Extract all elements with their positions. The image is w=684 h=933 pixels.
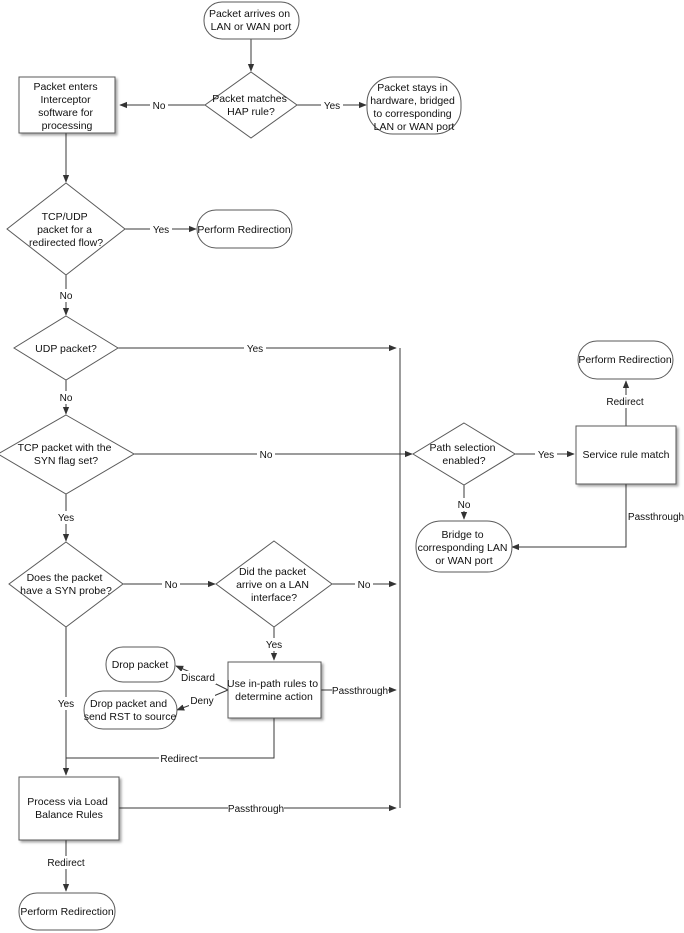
node-text: Perform Redirection	[20, 906, 114, 918]
node-perform-redirection-1: Perform Redirection	[196, 209, 293, 249]
node-text: Packet stays in	[377, 82, 448, 94]
svg-text:Drop packet and send RST: Drop packet and send RST to source	[84, 698, 177, 723]
node-text: or WAN port	[435, 555, 492, 567]
label-lan-yes: Yes	[266, 640, 282, 651]
node-text: packet for a	[37, 224, 92, 236]
node-text: corresponding LAN	[418, 542, 508, 554]
node-text: Drop packet	[112, 659, 169, 671]
node-enters-interceptor: Packet enters Interceptor software for p…	[18, 76, 116, 134]
node-text: Path selection	[430, 442, 496, 454]
svg-text:TCP packet with the SYN: TCP packet with the SYN flag set?	[18, 442, 115, 467]
node-syn-probe-decision: Does the packet have a SYN probe?	[8, 541, 124, 628]
node-path-selection-decision: Path selection enabled?	[412, 422, 516, 486]
label-syn-yes: Yes	[58, 513, 74, 524]
label-inpath-redirect: Redirect	[160, 754, 197, 765]
label-service-redirect: Redirect	[606, 397, 643, 408]
label-hap-yes: Yes	[324, 101, 340, 112]
edge-inpath-redirect	[66, 718, 275, 759]
label-tcpudp-yes: Yes	[153, 225, 169, 236]
label-lb-redirect: Redirect	[47, 858, 84, 869]
node-text: interface?	[251, 592, 297, 604]
node-text: Interceptor	[40, 94, 91, 106]
label-lb-passthrough: Passthrough	[228, 804, 284, 815]
node-text: redirected flow?	[29, 237, 103, 249]
edge-service-passthrough	[511, 484, 627, 551]
node-inpath-rules: Use in-path rules to determine action	[227, 661, 322, 719]
edge-labels: No Yes Yes No Yes No No Yes No No Yes Di…	[46, 98, 684, 869]
svg-text:Packet matches HAP rule?: Packet matches HAP rule?	[212, 93, 290, 118]
node-text: Bridge to	[442, 529, 484, 541]
node-text: LAN or WAN port	[374, 121, 455, 133]
node-text: to corresponding	[373, 108, 451, 120]
node-tcpudp-redirected-decision: TCP/UDP packet for a redirected flow?	[6, 182, 126, 276]
node-text: TCP/UDP	[42, 211, 88, 223]
svg-text:Process via Load Balance: Process via Load Balance Rules	[27, 796, 110, 821]
node-text: hardware, bridged	[370, 95, 455, 107]
label-probe-no: No	[165, 580, 178, 591]
node-text: Drop packet and	[90, 698, 167, 710]
node-load-balance-rules: Process via Load Balance Rules	[18, 776, 120, 841]
label-discard: Discard	[181, 673, 215, 684]
svg-text:Does the packet have a S: Does the packet have a SYN probe?	[20, 572, 112, 597]
node-text: arrive on a LAN	[236, 579, 309, 591]
label-syn-no: No	[260, 450, 273, 461]
svg-text:Packet arrives on LAN or: Packet arrives on LAN or WAN port	[209, 8, 293, 33]
node-text: have a SYN probe?	[20, 585, 112, 597]
label-lan-no: No	[358, 580, 371, 591]
label-udp-no: No	[60, 393, 73, 404]
node-text: Service rule match	[583, 449, 670, 461]
node-bridge-lan-wan: Bridge to corresponding LAN or WAN port	[415, 520, 513, 573]
node-text: enabled?	[442, 455, 485, 467]
node-text: send RST to source	[84, 711, 177, 723]
node-text: Perform Redirection	[197, 224, 291, 236]
node-text: software for	[38, 107, 93, 119]
node-text: UDP packet?	[35, 343, 97, 355]
node-text: determine action	[235, 691, 313, 703]
node-text: Balance Rules	[35, 809, 103, 821]
svg-text:TCP/UDP packet for a: TCP/UDP packet for a redirected flow?	[29, 211, 103, 249]
svg-text:Path selection enabled?: Path selection enabled?	[430, 442, 499, 467]
node-perform-redirection-3: Perform Redirection	[577, 340, 674, 380]
node-text: Perform Redirection	[578, 354, 672, 366]
node-text: Did the packet	[239, 566, 306, 578]
label-service-passthrough: Passthrough	[628, 512, 684, 523]
node-udp-packet-decision: UDP packet?	[13, 315, 119, 381]
node-tcp-syn-decision: TCP packet with the SYN flag set?	[0, 414, 135, 495]
node-text: Packet arrives on	[209, 8, 290, 20]
node-text: HAP rule?	[227, 106, 275, 118]
node-lan-interface-decision: Did the packet arrive on a LAN interface…	[215, 540, 333, 628]
node-drop-packet: Drop packet	[105, 646, 176, 683]
node-text: Does the packet	[27, 572, 103, 584]
svg-text:Use in-path rules to det: Use in-path rules to determine action	[227, 678, 321, 703]
node-packet-arrives: Packet arrives on LAN or WAN port	[203, 1, 300, 40]
label-udp-yes: Yes	[247, 344, 263, 355]
svg-text:Bridge to corresponding: Bridge to corresponding LAN or WAN port	[418, 529, 511, 567]
svg-text:Packet stays in hardware: Packet stays in hardware, bridged to cor…	[370, 82, 458, 133]
connectors	[62, 39, 630, 892]
node-drop-and-rst: Drop packet and send RST to source	[83, 690, 178, 730]
node-text: LAN or WAN port	[211, 21, 292, 33]
label-path-yes: Yes	[538, 450, 554, 461]
node-service-rule-match: Service rule match	[575, 425, 677, 485]
node-stays-in-hardware: Packet stays in hardware, bridged to cor…	[366, 76, 462, 135]
label-hap-no: No	[153, 101, 166, 112]
label-probe-yes: Yes	[58, 699, 74, 710]
node-text: processing	[42, 120, 93, 132]
node-text: Packet enters	[33, 81, 97, 93]
node-perform-redirection-2: Perform Redirection	[18, 892, 116, 931]
node-text: Use in-path rules to	[227, 678, 318, 690]
label-path-no: No	[458, 500, 471, 511]
label-deny: Deny	[190, 696, 213, 707]
node-text: Packet matches	[212, 93, 287, 105]
node-hap-rule-decision: Packet matches HAP rule?	[204, 71, 298, 139]
svg-text:Did the packet arrive on: Did the packet arrive on a LAN interface…	[236, 566, 312, 604]
label-tcpudp-no: No	[60, 291, 73, 302]
node-text: Process via Load	[27, 796, 108, 808]
node-text: SYN flag set?	[34, 455, 98, 467]
node-text: TCP packet with the	[18, 442, 112, 454]
svg-text:Packet enters Intercepto: Packet enters Interceptor software for p…	[33, 81, 100, 132]
label-inpath-passthrough: Passthrough	[332, 686, 388, 697]
